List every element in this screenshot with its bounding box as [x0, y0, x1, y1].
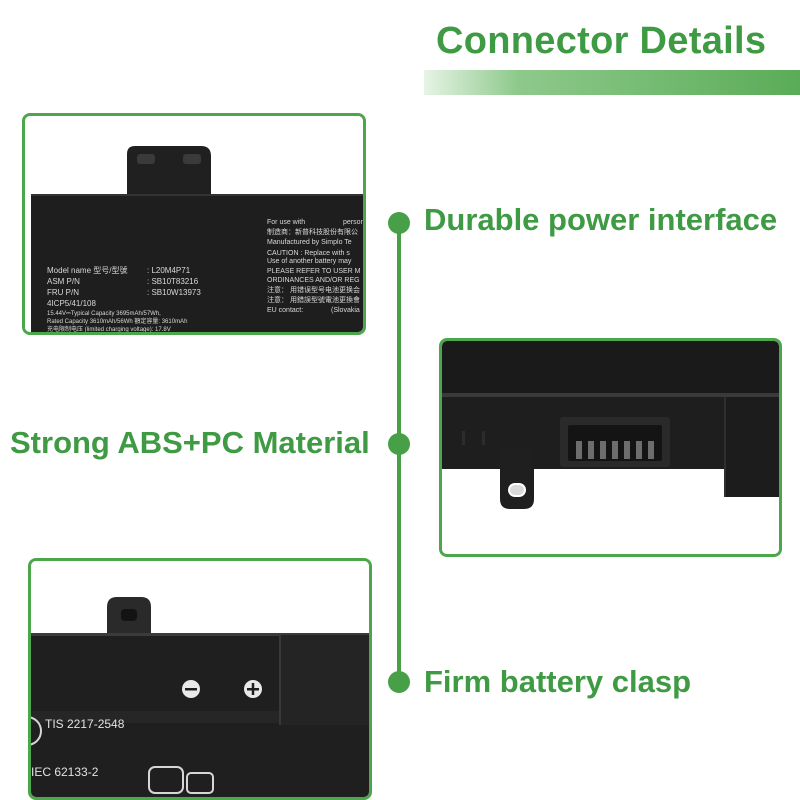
connector-photo [439, 338, 782, 557]
label-note-2: 注意： 用錯誤型號電池更換會 [267, 297, 360, 304]
callout-dot-durable [388, 212, 410, 234]
label-refer: PLEASE REFER TO USER M [267, 268, 361, 275]
label-maker-cn: 制造商：新普科技股份有限公 [267, 229, 358, 236]
callout-dot-material [388, 433, 410, 455]
label-fru-value: : SB10W13973 [147, 288, 201, 297]
label-caution: CAUTION : Replace with s [267, 250, 350, 257]
label-ordinances: ORDINANCES AND/OR REG [267, 277, 360, 284]
label-model-value: : L20M4P71 [147, 266, 191, 275]
label-note-1: 注意： 用错误型号电池更换会 [267, 287, 360, 294]
label-model-name: Model name 型号/型號 [47, 266, 128, 275]
label-eu-contact: EU contact: [267, 307, 304, 314]
battery-label-body [25, 116, 363, 332]
battery-clasp [31, 561, 369, 797]
terminal-minus-label: − [185, 679, 186, 689]
label-use-another: Use of another battery may [267, 258, 352, 265]
label-typical-capacity: 15.44V⎓Typical Capacity 3695mAh/57Wh, [47, 311, 161, 317]
label-slovakia: (Slovakia [331, 307, 360, 314]
label-asm-pn: ASM P/N [47, 277, 80, 286]
cert-tis: TIS 2217-2548 [45, 717, 125, 731]
label-charging-voltage: 充电限制电压 (limited charging voltage): 17.8V [47, 327, 171, 333]
feature-strong-material: Strong ABS+PC Material [10, 425, 370, 460]
page-title: Connector Details [436, 20, 767, 62]
power-connector [442, 341, 779, 554]
callout-dot-clasp [388, 671, 410, 693]
terminal-plus-label: + [247, 679, 248, 689]
feature-durable-power-interface: Durable power interface [424, 202, 778, 237]
cert-iec: IEC 62133-2 [31, 765, 99, 779]
label-person: person [343, 219, 365, 226]
label-manufactured: Manufactured by Simplo Te [267, 239, 352, 246]
label-rated-capacity: Rated Capacity 3610mAh/56Wh 額定容量: 3610mA… [47, 319, 188, 325]
label-fru-pn: FRU P/N [47, 288, 79, 297]
title-underline-bar [424, 70, 800, 95]
label-cell-code: 4ICP5/41/108 [47, 299, 96, 308]
label-asm-value: : SB10T83216 [147, 277, 199, 286]
feature-firm-battery-clasp: Firm battery clasp [424, 664, 692, 699]
label-for-use: For use with [267, 219, 306, 226]
battery-clasp-photo: − + TIS 2217-2548 IEC 62133-2 [28, 558, 372, 800]
battery-label-photo: Model name 型号/型號 : L20M4P71 ASM P/N : SB… [22, 113, 366, 335]
